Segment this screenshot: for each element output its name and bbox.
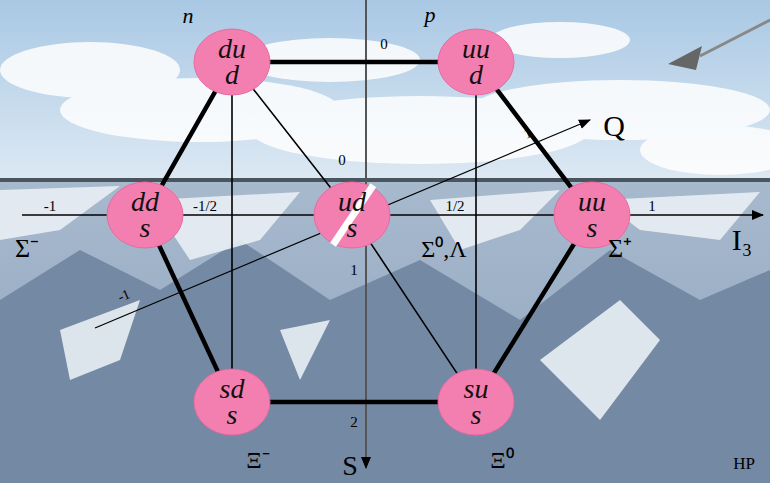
- axis-label: I₃: [732, 225, 752, 255]
- baryon-circle: uu dp: [438, 29, 514, 95]
- q-axis: [95, 120, 590, 328]
- particle-name: Ξ⁻: [246, 442, 269, 475]
- pointer-triangle: [668, 46, 702, 70]
- quark-content: sd s: [215, 376, 250, 428]
- grid-line: [371, 244, 457, 374]
- particle-name: n: [183, 3, 194, 29]
- axis-label: 2: [350, 415, 358, 430]
- quark-content: su s: [459, 376, 494, 428]
- particle-name: Σ⁺: [608, 229, 632, 265]
- grid-line: [231, 95, 233, 369]
- axis-label: 1: [350, 263, 358, 278]
- pointer-line: [700, 20, 770, 56]
- particle-name: Σ⁰,Λ: [421, 231, 466, 264]
- particle-name: p: [425, 2, 436, 28]
- baryon-circle: su sΞ⁰: [438, 369, 514, 435]
- baryon-circle: du dn: [194, 29, 270, 95]
- hexagon-edge: [162, 92, 215, 186]
- axis-label: -1/2: [193, 199, 217, 214]
- axis-label: HP: [733, 455, 755, 472]
- axis-label: 1/2: [445, 199, 464, 214]
- quark-content: ud s: [335, 189, 370, 241]
- axis-label: S: [342, 452, 358, 480]
- hexagon-edge: [159, 246, 218, 372]
- grid-line: [253, 89, 330, 187]
- quark-content: dd s: [128, 189, 163, 241]
- particle-name: Ξ⁰: [490, 442, 513, 475]
- axis-label: 0: [380, 37, 388, 52]
- axis-label: -1: [44, 199, 57, 214]
- quark-content: uu s: [575, 189, 610, 241]
- hexagon-edge: [270, 400, 438, 405]
- axis-label: 0: [338, 153, 346, 168]
- hexagon-edge: [270, 60, 438, 65]
- baryon-circle: uu sΣ⁺: [554, 182, 630, 248]
- baryon-circle: dd sΣ⁻: [107, 182, 183, 248]
- grid-line: [475, 95, 477, 369]
- axis-label: Q: [603, 111, 625, 141]
- hexagon-edge: [494, 244, 574, 373]
- particle-name: Σ⁻: [15, 229, 39, 265]
- axis-label: 1: [648, 199, 656, 214]
- hexagon-edge: [497, 90, 571, 188]
- baryon-circle: ud sΣ⁰,Λ: [314, 182, 390, 248]
- baryon-circle: sd sΞ⁻: [194, 369, 270, 435]
- quark-content: uu d: [459, 36, 494, 88]
- quark-content: du d: [215, 36, 250, 88]
